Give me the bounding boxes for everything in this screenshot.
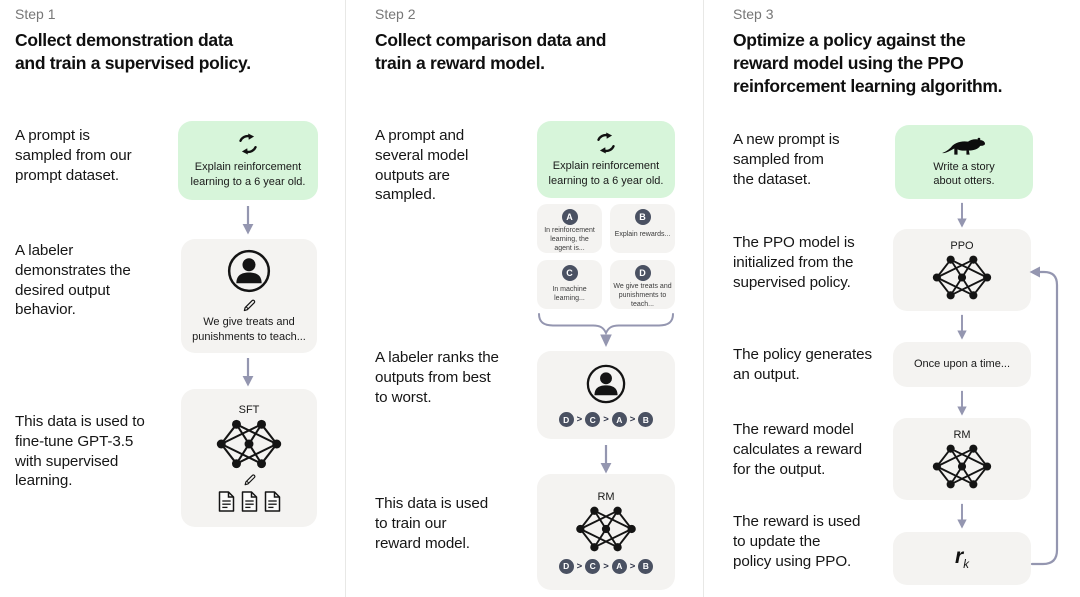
step1-demonstration-text: We give treats and punishments to teach.… [192, 316, 306, 343]
step2-title: Collect comparison data and train a rewa… [375, 30, 607, 73]
step2-labeler-box: D > C > A > B [537, 351, 675, 439]
rank-separator: > [576, 560, 583, 572]
labeler-person-icon [585, 363, 627, 405]
ranking-row: D > C > A > B [558, 558, 654, 574]
step1-caption-sft: This data is used to fine-tune GPT-3.5 w… [15, 413, 145, 490]
card-a-text: In reinforcement learning, the agent is.… [544, 227, 595, 252]
rank-item: B [638, 558, 654, 574]
ppo-label: PPO [950, 239, 974, 252]
ranking-row: D > C > A > B [558, 412, 654, 427]
down-arrow-icon [955, 314, 969, 340]
step3-caption-prompt: A new prompt is sampled from the dataset… [733, 131, 840, 188]
reward-symbol: rk [955, 545, 969, 571]
down-arrow-icon [955, 390, 969, 416]
rank-item: B [638, 412, 654, 427]
step1-caption-prompt: A prompt is sampled from our prompt data… [15, 127, 132, 184]
rank-separator: > [576, 414, 583, 425]
rank-item: A [611, 412, 627, 427]
badge-b: B [634, 209, 651, 225]
neural-network-icon [931, 254, 993, 301]
down-arrow-icon [955, 503, 969, 529]
badge-a: A [561, 209, 578, 225]
column-divider [703, 0, 704, 597]
rank-item: A [611, 558, 627, 574]
step3-caption-output: The policy generates an output. [733, 346, 872, 383]
documents-icon [216, 490, 283, 513]
step2-caption-rank: A labeler ranks the outputs from best to… [375, 349, 499, 406]
reward-symbol-base: r [955, 545, 964, 569]
output-card-b: B Explain rewards... [610, 204, 675, 253]
step3-output-box: Once upon a time... [893, 342, 1031, 387]
card-c-text: In machine learning... [552, 286, 587, 302]
step1-prompt-text: Explain reinforcement learning to a 6 ye… [190, 161, 306, 188]
step2-prompt-text: Explain reinforcement learning to a 6 ye… [548, 160, 664, 187]
step1-title: Collect demonstration data and train a s… [15, 30, 251, 73]
card-b-text: Explain rewards... [614, 231, 671, 238]
down-arrow-icon [955, 202, 969, 228]
document-icon [239, 490, 260, 513]
column-divider [345, 0, 346, 597]
document-icon [216, 490, 237, 513]
sft-label: SFT [238, 403, 260, 416]
step3-rm-box: RM [893, 418, 1031, 500]
step3-caption-reward: The reward model calculates a reward for… [733, 421, 862, 478]
pencil-icon [241, 297, 257, 313]
step3-caption-update: The reward is used to update the policy … [733, 513, 861, 570]
card-d-text: We give treats and punishments to teach.… [613, 283, 672, 308]
output-card-d: D We give treats and punishments to teac… [610, 260, 675, 309]
step1-sft-box: SFT [181, 389, 317, 527]
pencil-icon [242, 472, 257, 487]
rm-label: RM [597, 490, 615, 503]
output-cards: A In reinforcement learning, the agent i… [537, 204, 675, 309]
labeler-person-icon [226, 248, 272, 294]
badge-c: C [561, 265, 578, 281]
rank-separator: > [603, 560, 609, 572]
step3-prompt-text: Write a story about otters. [933, 160, 995, 187]
sample-cycle-icon [236, 132, 260, 156]
step1-label: Step 1 [15, 6, 56, 22]
rank-item: C [585, 558, 601, 574]
step2-caption-prompt: A prompt and several model outputs are s… [375, 127, 469, 204]
output-card-c: C In machine learning... [537, 260, 602, 309]
step3-reward-box: rk [893, 532, 1031, 585]
rank-separator: > [629, 560, 636, 572]
step3-output-text: Once upon a time... [914, 358, 1010, 371]
step1-caption-labeler: A labeler demonstrates the desired outpu… [15, 242, 131, 319]
sample-cycle-icon [594, 131, 618, 155]
reward-symbol-subscript: k [963, 559, 969, 572]
step3-prompt-box: Write a story about otters. [895, 125, 1033, 199]
brace-merge-arrow-icon [538, 313, 674, 347]
rank-separator: > [629, 414, 636, 425]
step2-caption-rm: This data is used to train our reward mo… [375, 495, 489, 552]
step2-rm-box: RM D > C > A > B [537, 474, 675, 590]
rm-label: RM [953, 428, 971, 441]
output-card-a: A In reinforcement learning, the agent i… [537, 204, 602, 253]
rank-item: C [585, 412, 601, 427]
step3-label: Step 3 [733, 6, 774, 22]
step1-labeler-box: We give treats and punishments to teach.… [181, 239, 317, 353]
down-arrow-icon [599, 444, 613, 474]
neural-network-icon [215, 418, 283, 470]
step2-prompt-box: Explain reinforcement learning to a 6 ye… [537, 121, 675, 198]
step3-title: Optimize a policy against the reward mod… [733, 30, 1003, 96]
step3-caption-ppo: The PPO model is initialized from the su… [733, 234, 855, 291]
feedback-loop-arrow-icon [1029, 266, 1059, 566]
otter-icon [941, 136, 987, 157]
step2-label: Step 2 [375, 6, 416, 22]
badge-d: D [634, 265, 651, 281]
rank-item: D [558, 412, 574, 427]
neural-network-icon [931, 443, 993, 490]
step1-prompt-box: Explain reinforcement learning to a 6 ye… [178, 121, 318, 200]
document-icon [262, 490, 283, 513]
rank-item: D [558, 558, 574, 574]
rank-separator: > [603, 414, 609, 425]
neural-network-icon [574, 505, 638, 553]
step3-ppo-box: PPO [893, 229, 1031, 311]
down-arrow-icon [241, 357, 255, 387]
down-arrow-icon [241, 205, 255, 235]
